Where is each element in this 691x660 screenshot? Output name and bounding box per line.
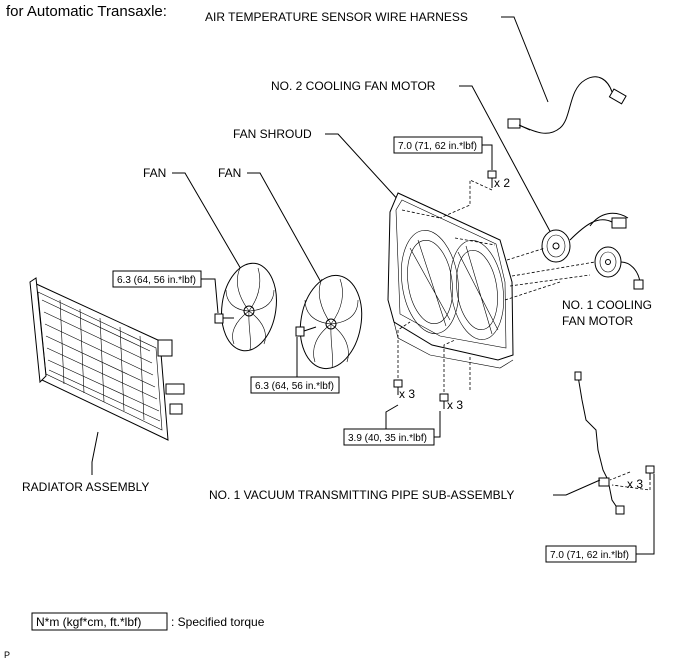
fan-left-nut: [214, 313, 224, 324]
torque-shroud-top: 7.0 (71, 62 in.*lbf): [398, 141, 477, 152]
leader-fan-shroud: [325, 133, 401, 203]
leader-fan-left: [172, 172, 246, 277]
legend-box-text: N*m (kgf*cm, ft.*lbf): [36, 615, 141, 629]
no1-fan-motor-drawing: [594, 246, 644, 290]
shroud-top-dashed: [439, 179, 493, 219]
label-no1-fan-motor-1: NO. 1 COOLING: [562, 298, 652, 312]
air-temp-harness-drawing: [507, 76, 627, 134]
shroud-top-bolt: [487, 170, 497, 188]
label-air-temp-harness: AIR TEMPERATURE SENSOR WIRE HARNESS: [205, 10, 468, 24]
label-radiator: RADIATOR ASSEMBLY: [22, 480, 149, 494]
fan-left-drawing: [221, 262, 277, 352]
label-fan-shroud: FAN SHROUD: [233, 127, 312, 141]
torque-shroud-bottom: 3.9 (40, 35 in.*lbf): [348, 433, 427, 444]
motor-dashed-lines: [504, 247, 596, 301]
vacuum-pipe-drawing: [574, 371, 625, 515]
leader-torque-pipe: [636, 474, 655, 555]
fan-right-nut: [295, 326, 305, 337]
torque-box-fan-right: [250, 376, 340, 394]
leader-radiator: [91, 431, 99, 475]
label-no2-fan-motor: NO. 2 COOLING FAN MOTOR: [271, 79, 436, 93]
leader-fan-right: [247, 172, 323, 285]
torque-pipe: 7.0 (71, 62 in.*lbf): [550, 550, 629, 561]
torque-fan-left: 6.3 (64, 56 in.*lbf): [117, 275, 196, 286]
label-fan-left: FAN: [143, 166, 166, 180]
pipe-dashed: [609, 471, 651, 491]
leader-air-temp-harness: [501, 16, 549, 103]
no2-fan-motor-drawing: [541, 212, 629, 263]
footer-mark: P: [4, 650, 10, 660]
page-title: for Automatic Transaxle:: [6, 3, 167, 20]
leader-torque-fan-left: [201, 278, 219, 314]
shroud-bottom-bolt-right: [439, 393, 449, 409]
label-fan-right: FAN: [218, 166, 241, 180]
leader-torque-shroud-bottom: [385, 404, 441, 438]
leader-vacuum-pipe: [553, 479, 601, 496]
leader-torque-shroud-top: [482, 144, 493, 170]
leader-no2-fan-motor: [459, 85, 553, 236]
label-vacuum-pipe: NO. 1 VACUUM TRANSMITTING PIPE SUB-ASSEM…: [209, 488, 514, 502]
radiator-drawing: [29, 277, 185, 441]
legend-description: : Specified torque: [171, 615, 265, 629]
qty-pipe: x 3: [627, 477, 643, 491]
shroud-bottom-bolt-left: [393, 379, 403, 395]
legend-box: [31, 612, 168, 631]
label-no1-fan-motor-2: FAN MOTOR: [562, 314, 633, 328]
fan-shroud-drawing: [387, 192, 514, 369]
qty-shroud-top: x 2: [494, 176, 510, 190]
fan-right-drawing: [299, 274, 363, 370]
torque-fan-right: 6.3 (64, 56 in.*lbf): [255, 381, 334, 392]
qty-shroud-bottom-left: x 3: [399, 387, 415, 401]
shroud-bottom-dashed: [397, 321, 471, 392]
qty-shroud-bottom-right: x 3: [447, 398, 463, 412]
pipe-bolt: [645, 465, 655, 480]
